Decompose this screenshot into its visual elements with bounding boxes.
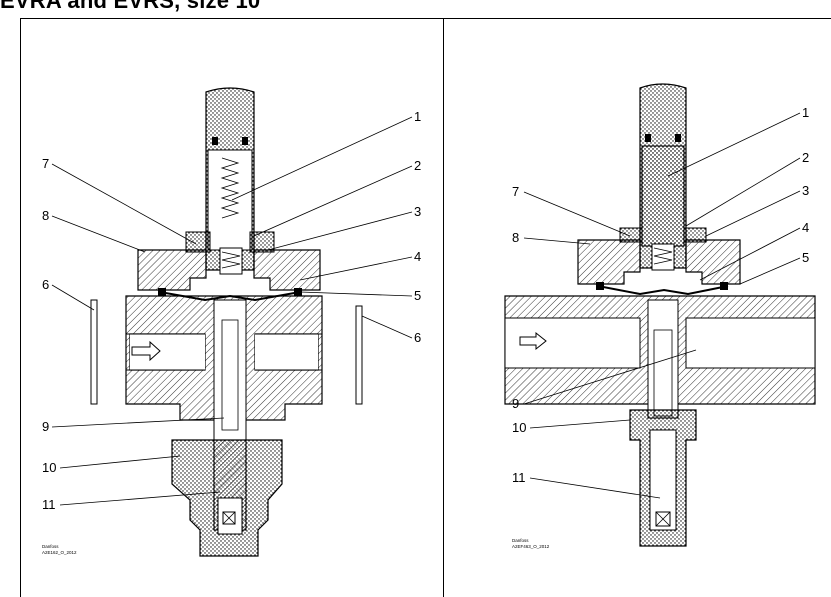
right-credit-2: A2EF463_O_2012 [512, 544, 550, 549]
right-valve-drawing: 1 2 3 4 5 7 8 9 10 11 Danfoss A2EF463_O_… [504, 83, 816, 549]
left-callout-6-left: 6 [42, 277, 49, 292]
right-credit-1: Danfoss [512, 538, 529, 543]
page-title: EVRA and EVRS, size 10 [0, 0, 261, 13]
left-credit-2: A2E162_O_2012 [42, 550, 77, 555]
right-cover [577, 239, 641, 285]
left-valve-drawing: 1 2 3 4 5 6 7 8 6 9 10 11 Danfoss A2E162… [42, 87, 421, 557]
right-callout-3: 3 [802, 183, 809, 198]
right-callout-4: 4 [802, 220, 809, 235]
right-callout-7: 7 [512, 184, 519, 199]
right-callout-1: 1 [802, 105, 809, 120]
left-callout-5: 5 [414, 288, 421, 303]
left-callout-3: 3 [414, 204, 421, 219]
right-callout-10: 10 [512, 420, 526, 435]
left-callout-2: 2 [414, 158, 421, 173]
left-callout-8: 8 [42, 208, 49, 223]
left-callout-6-right: 6 [414, 330, 421, 345]
left-callout-11: 11 [42, 497, 56, 512]
left-flow-arrow [131, 340, 161, 362]
left-callout-7: 7 [42, 156, 49, 171]
left-credit-1: Danfoss [42, 544, 59, 549]
left-callout-9: 9 [42, 419, 49, 434]
figure-frame [20, 18, 831, 597]
left-callout-10: 10 [42, 460, 56, 475]
right-spring [653, 247, 673, 265]
right-flow-arrow [519, 331, 547, 351]
right-callout-9: 9 [512, 396, 519, 411]
right-callout-8: 8 [512, 230, 519, 245]
right-callout-2: 2 [802, 150, 809, 165]
left-callout-4: 4 [414, 249, 421, 264]
right-callout-11: 11 [512, 470, 526, 485]
left-callout-1: 1 [414, 109, 421, 124]
figure-divider [443, 18, 444, 597]
left-spring [220, 157, 240, 219]
right-callout-5: 5 [802, 250, 809, 265]
left-cover [137, 249, 207, 291]
